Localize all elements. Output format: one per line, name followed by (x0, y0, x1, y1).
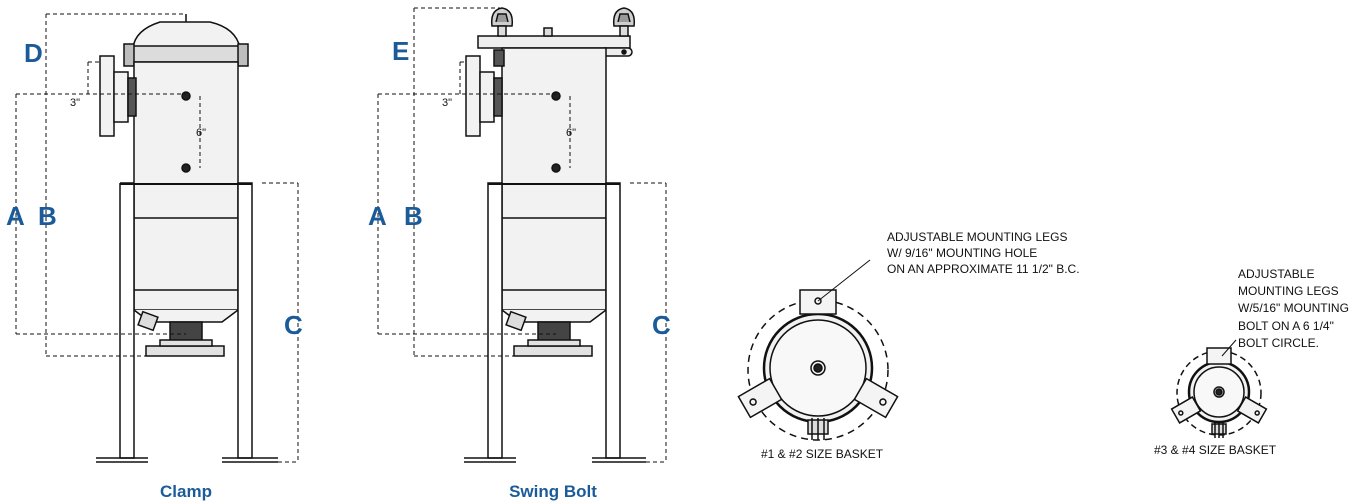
large-leg-top (799, 289, 837, 315)
small-basket-top-view (1170, 339, 1268, 438)
clamp-dimension-lines (15, 13, 299, 463)
large-note-line-3: ON AN APPROXIMATE 11 1/2" B.C. (887, 262, 1080, 276)
swing-wing-nut-left (490, 7, 514, 37)
swing-label-e: E (392, 36, 409, 66)
small-note-line-1: ADJUSTABLE (1238, 267, 1314, 281)
swing-top-plate (477, 35, 631, 49)
clamp-label-b: B (38, 201, 57, 231)
clamp-inlet-flange (99, 55, 115, 137)
swing-vessel-body (501, 47, 607, 311)
small-note-line-5: BOLT CIRCLE. (1238, 336, 1319, 350)
clamp-lid (132, 21, 241, 49)
clamp-left-leg (119, 182, 135, 459)
clamp-label-c: C (284, 310, 303, 340)
large-leg-left (737, 377, 783, 419)
swing-dimension-lines (377, 7, 667, 463)
swing-caption: Swing Bolt (509, 482, 597, 501)
clamp-caption: Clamp (160, 482, 212, 501)
swing-bolt-housing-view (464, 7, 646, 463)
small-basket-caption: #3 & #4 SIZE BASKET (1154, 443, 1277, 457)
swing-wing-nut-right (612, 7, 636, 37)
clamp-right-leg (237, 182, 253, 459)
clamp-housing-view (96, 14, 278, 463)
swing-dim-6-inch: 6" (566, 127, 576, 139)
large-note-line-2: W/ 9/16" MOUNTING HOLE (887, 246, 1037, 260)
swing-label-b: B (404, 201, 423, 231)
large-basket-caption: #1 & #2 SIZE BASKET (761, 447, 884, 461)
clamp-label-d: D (24, 38, 43, 68)
small-note-line-4: BOLT ON A 6 1/4" (1238, 319, 1334, 333)
swing-dim-3-inch: 3" (442, 97, 452, 109)
swing-inlet-flange (465, 55, 481, 137)
small-leg-left (1170, 396, 1202, 424)
large-leg-right (853, 377, 899, 419)
clamp-label-a: A (6, 201, 25, 231)
clamp-dim-6-inch: 6" (196, 127, 206, 139)
small-note-line-2: MOUNTING LEGS (1238, 284, 1339, 298)
swing-label-a: A (368, 201, 387, 231)
small-note-line-3: W/5/16" MOUNTING (1238, 301, 1349, 315)
small-leg-right (1236, 396, 1268, 424)
swing-label-c: C (652, 310, 671, 340)
clamp-band (127, 45, 245, 63)
large-basket-top-view (737, 259, 899, 441)
clamp-dim-3-inch: 3" (70, 97, 80, 109)
large-note-line-1: ADJUSTABLE MOUNTING LEGS (887, 230, 1067, 244)
